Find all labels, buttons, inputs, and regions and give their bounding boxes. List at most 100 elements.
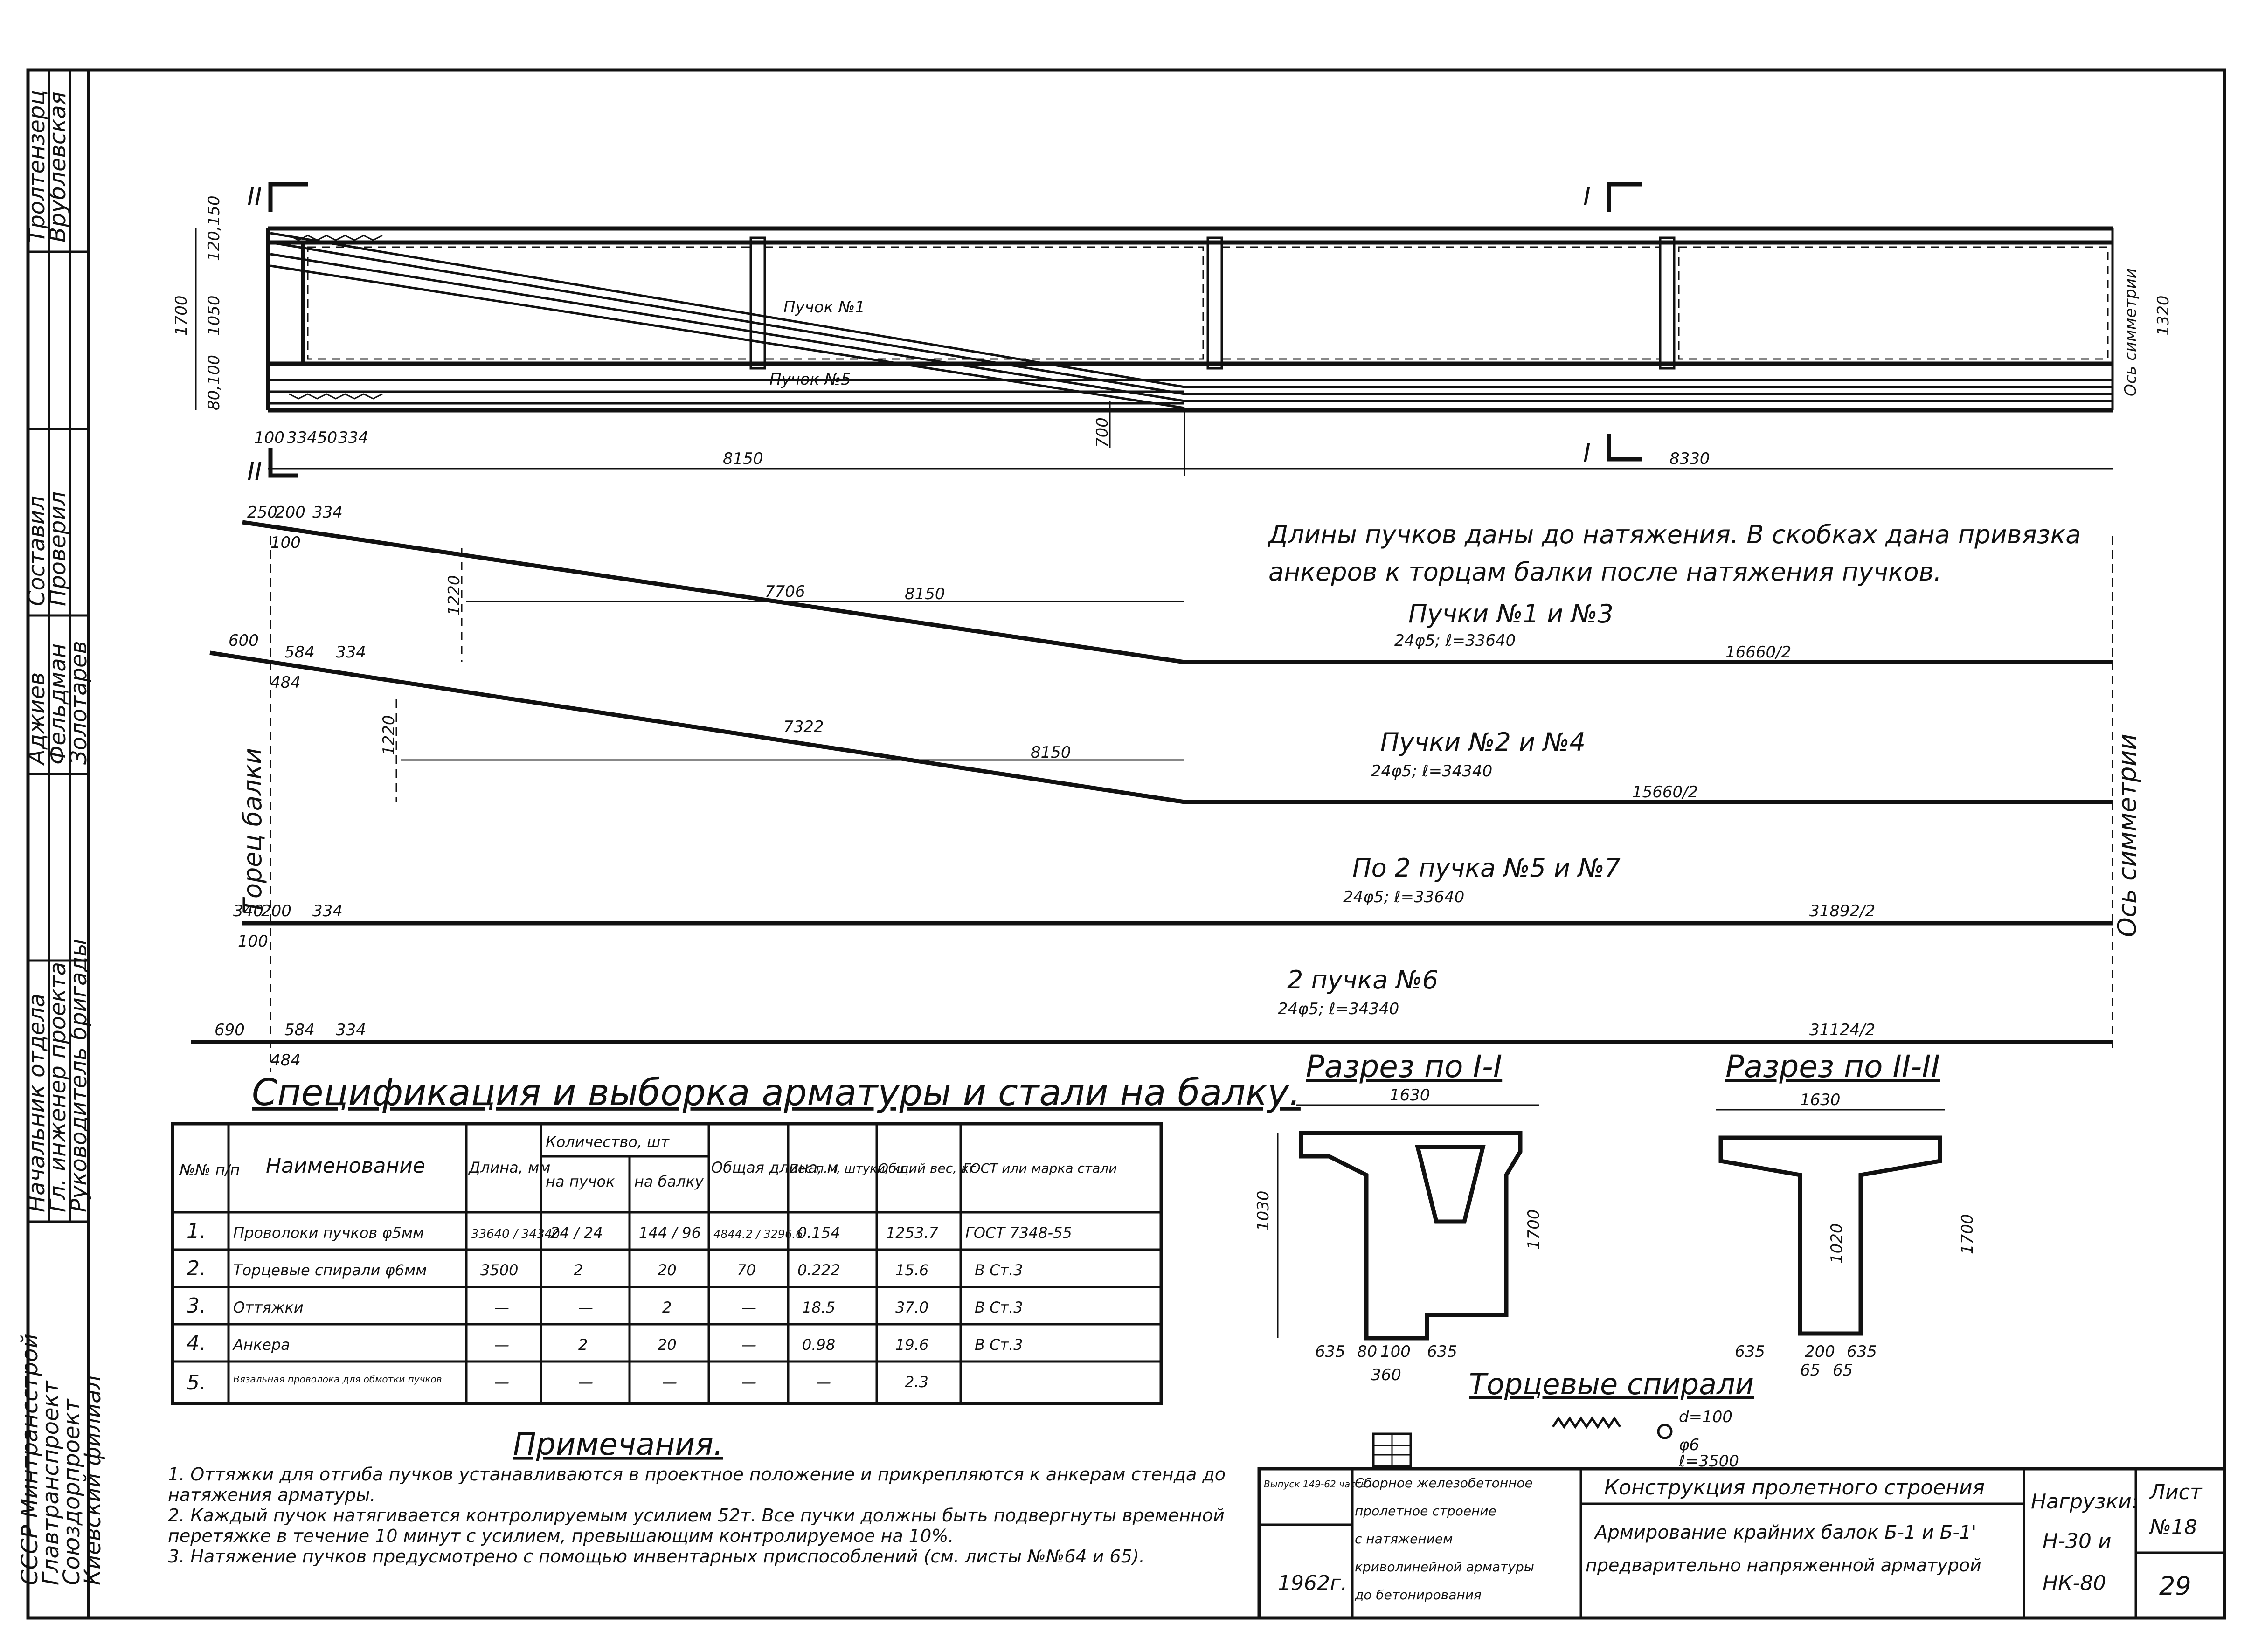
bundle-5-7: 340 200 334 100 По 2 пучка №5 и №7 24φ5;… (233, 853, 2113, 951)
panel (1221, 246, 1661, 360)
panel (764, 246, 1204, 360)
cell-num: 2. (187, 1257, 206, 1280)
beam-end-label: Торец балки (238, 748, 267, 914)
cell-name: Анкера (232, 1336, 290, 1354)
dim-height: 1700 (172, 295, 191, 336)
anchor-offset: 100 (254, 429, 284, 447)
section-1-outline (1299, 1131, 1523, 1341)
tb-work-2: пролетное строение (1355, 1503, 1496, 1519)
cell-qbeam: 20 (658, 1336, 677, 1354)
tb-subject-2: предварительно напряженной арматурой (1586, 1555, 1981, 1576)
cell-tw: 37.0 (895, 1299, 928, 1316)
tb-page: 29 (2159, 1571, 2191, 1601)
section-mark-II-top: II (247, 182, 262, 211)
strand-inclined (270, 264, 1185, 409)
tb-load-2: НК-80 (2043, 1571, 2106, 1595)
cell-name: Вязальная проволока для обмотки пучков (233, 1374, 442, 1385)
strand-inclined (270, 232, 1185, 388)
bundle-2-4: 600 584 334 484 1220 7322 8150 Пучки №2 … (209, 631, 2113, 804)
anchor-offset: 334 (338, 429, 368, 447)
staff-label-2: Проверил (45, 491, 71, 606)
cell-tl: — (741, 1373, 756, 1391)
section-mark-I-top: I (1583, 182, 1591, 211)
bundle-b: 334 (336, 643, 366, 662)
panel (307, 246, 752, 360)
header-weight-unit: Вес п.м, штуки, кг (790, 1162, 907, 1176)
bundle-a: 584 (284, 643, 315, 662)
section-mark-I-bottom: I (1583, 438, 1591, 468)
section-2-dim: 200 (1805, 1342, 1835, 1361)
note-item-1: 1. Оттяжки для отгиба пучков устанавлива… (168, 1464, 1226, 1505)
cell-tl: 70 (737, 1261, 756, 1279)
header-num: №№ п/п (179, 1161, 240, 1179)
bundle-note-1: Длины пучков даны до натяжения. В скобка… (1268, 520, 2081, 549)
tb-construction: Конструкция пролетного строения (1604, 1476, 1985, 1500)
cell-len: 3500 (480, 1261, 518, 1279)
section-arrow (1607, 182, 1642, 212)
bundle5-label: Пучок №5 (769, 370, 851, 389)
section-II-II: Разрез по II-II 1630 1700 1020 635 200 6… (1716, 1049, 1977, 1380)
beam-elevation: II I Пучок №1 (172, 182, 2173, 486)
spiral-icon (1552, 1416, 1621, 1429)
section-mark-II-bottom: II (247, 457, 262, 486)
axis-label: Ось симметрии (2113, 733, 2142, 937)
cell-tw: 19.6 (895, 1336, 928, 1354)
header-length: Длина, мм (468, 1159, 550, 1176)
bundle-half: 31892/2 (1809, 902, 1875, 920)
anchor-offset: 334 (287, 429, 317, 447)
section-arrow (1607, 434, 1642, 462)
strand-inclined (270, 253, 1185, 402)
section-I-I: Разрез по I-I 1630 1030 1700 635 80 100 … (1254, 1049, 1543, 1384)
cell-w: 18.5 (802, 1299, 835, 1316)
cell-name: Торцевые спирали φ6мм (233, 1261, 427, 1279)
bundle-b: 334 (312, 503, 343, 522)
cell-len: — (494, 1299, 509, 1316)
spirals-title: Торцевые спирали (1469, 1367, 1754, 1401)
section-2-dim: 635 (1847, 1342, 1877, 1361)
section-1-dim: 100 (1380, 1342, 1411, 1361)
dim-1320: 1320 (2154, 295, 2173, 336)
cell-w: 0.154 (797, 1224, 840, 1242)
cell-num: 1. (187, 1219, 206, 1243)
header-total-weight: Общий вес, кг (878, 1161, 976, 1176)
bundle-line (242, 520, 1185, 664)
section-arrow (268, 182, 308, 212)
header-qty: Количество, шт (546, 1133, 670, 1151)
tb-sheet-label: Лист (2149, 1480, 2203, 1504)
bundle-schematics: Торец балки Ось симметрии 250 200 334 10… (191, 503, 2142, 1072)
anchor-offset: 50 (317, 429, 337, 447)
bundle-sub: 100 (238, 932, 268, 951)
bundle-span: 8150 (905, 585, 945, 603)
bundle-start: 340 (233, 902, 263, 920)
bundle-sub: 484 (270, 1051, 301, 1070)
header-qty-beam: на балку (634, 1173, 704, 1190)
bundle-1-3: 250 200 334 100 1220 7706 8150 Пучки №1 … (242, 503, 2113, 664)
diaphragm (1659, 236, 1676, 370)
bundle-a: 200 (275, 503, 305, 522)
tb-work-3: с натяжением (1355, 1531, 1453, 1547)
bundle-rise: 1220 (380, 715, 398, 755)
diaphragm (749, 236, 766, 370)
staff-name-1: Врублевская (45, 91, 71, 242)
cell-num: 5. (187, 1371, 206, 1395)
tb-work-4: криволинейной арматуры (1355, 1559, 1534, 1575)
cell-qbeam: 20 (658, 1261, 677, 1279)
bundle-slope: 7706 (765, 582, 805, 601)
table-row: 1. Проволоки пучков φ5мм 33640 / 34340 2… (187, 1219, 1072, 1243)
dim-offsets-bottom: 80,100 (205, 355, 223, 410)
bundle-half: 15660/2 (1632, 783, 1698, 802)
cell-name: Проволоки пучков φ5мм (233, 1224, 424, 1242)
bundle-start: 250 (247, 503, 277, 522)
tb-release: Выпуск 149-62 часть I (1264, 1479, 1372, 1490)
section-1-height: 1700 (1524, 1209, 1543, 1250)
bundle-sub: 100 (270, 533, 301, 552)
cell-tl: 4844.2 / 3296.6 (713, 1228, 803, 1241)
cell-gost: ГОСТ 7348-55 (965, 1224, 1072, 1242)
left-strip: Тролтензерц Врублевская Составил Провери… (17, 68, 106, 1620)
bundle-b: 334 (312, 902, 343, 920)
bundle-spec: 24φ5; ℓ=34340 (1371, 762, 1492, 781)
tb-sheet-no: №18 (2148, 1515, 2197, 1539)
table-row: 2. Торцевые спирали φ6мм 3500 2 20 70 0.… (187, 1257, 1023, 1280)
panel (1678, 246, 2109, 360)
diaphragm (1206, 236, 1223, 370)
